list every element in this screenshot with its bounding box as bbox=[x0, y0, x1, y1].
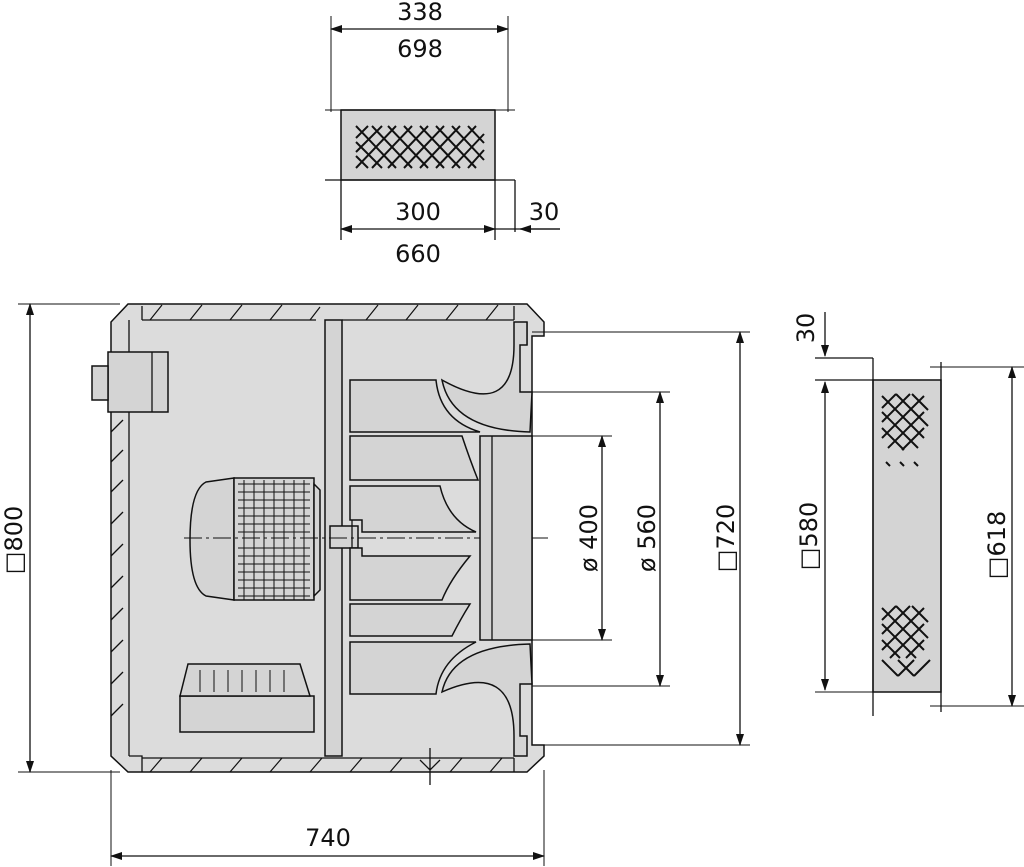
impeller bbox=[349, 379, 481, 695]
dim-side-30: 30 bbox=[792, 313, 820, 344]
top-view: 338 698 300 30 660 bbox=[325, 0, 560, 268]
dim-740: 740 bbox=[305, 824, 351, 852]
inlet-nozzle bbox=[479, 435, 533, 641]
dim-720: □720 bbox=[712, 504, 740, 572]
inlet-ring bbox=[440, 321, 533, 433]
dim-d560: ø 560 bbox=[633, 504, 661, 572]
dim-top-338: 338 bbox=[397, 0, 443, 26]
top-filter-mesh bbox=[355, 125, 485, 169]
side-filter-mesh-top bbox=[881, 393, 929, 467]
side-filter-mesh-bottom bbox=[881, 605, 931, 677]
side-filter-body bbox=[872, 379, 942, 693]
hub bbox=[329, 525, 359, 549]
dim-580: □580 bbox=[795, 502, 823, 570]
junction-box bbox=[107, 351, 169, 413]
dim-800: □800 bbox=[0, 506, 28, 574]
dim-d400: ø 400 bbox=[575, 504, 603, 572]
cooling-fins bbox=[110, 419, 124, 717]
main-section-view: □800 740 ø 400 ø 560 □720 bbox=[0, 303, 750, 866]
motor bbox=[189, 477, 321, 601]
side-view: 30 □580 □618 bbox=[792, 312, 1024, 716]
dim-top-30: 30 bbox=[529, 198, 560, 226]
wall-hatching bbox=[149, 304, 503, 773]
dim-top-300: 300 bbox=[395, 198, 441, 226]
dim-top-698: 698 bbox=[397, 35, 443, 63]
controller-box bbox=[179, 663, 315, 733]
dim-top-660: 660 bbox=[395, 240, 441, 268]
dim-618: □618 bbox=[983, 511, 1011, 579]
